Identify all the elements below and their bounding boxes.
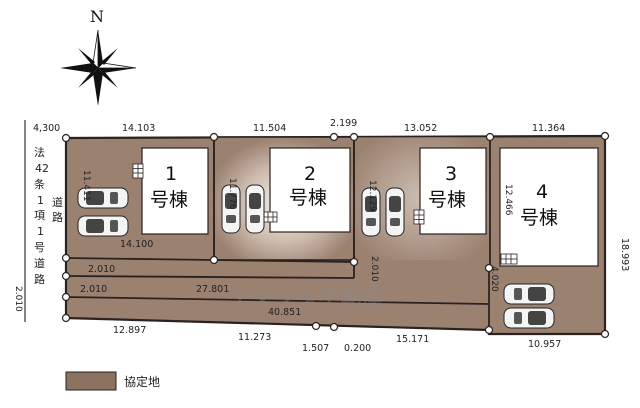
compass: N — [60, 7, 137, 106]
svg-text:11.411: 11.411 — [81, 170, 91, 202]
lot-3-number: 3 — [445, 163, 457, 185]
lot-4-label: 号棟 — [520, 207, 558, 229]
lot-1-number: 1 — [165, 163, 177, 185]
svg-text:18.993: 18.993 — [619, 238, 630, 271]
svg-text:2.010: 2.010 — [369, 256, 379, 282]
survey-points — [61, 131, 610, 339]
svg-text:12.897: 12.897 — [113, 325, 146, 336]
svg-text:2.010: 2.010 — [80, 284, 107, 295]
car-icon — [245, 184, 265, 234]
north-label: N — [90, 7, 104, 26]
compass-rose-icon — [60, 29, 137, 106]
car-icon — [385, 187, 405, 237]
car-icon — [77, 215, 129, 237]
svg-text:12.466: 12.466 — [503, 184, 513, 216]
svg-text:4.020: 4.020 — [489, 266, 499, 292]
car-icon — [503, 307, 555, 329]
svg-text:11.273: 11.273 — [238, 332, 271, 343]
svg-text:0.200: 0.200 — [344, 343, 371, 354]
lot-2-number: 2 — [304, 163, 316, 185]
road-label: 法 42 条 1 項 1 号 道 路 道 路 — [34, 145, 63, 286]
svg-text:42: 42 — [35, 162, 49, 175]
svg-text:11.364: 11.364 — [532, 123, 565, 134]
house-lot-3: 3 号棟 — [419, 147, 487, 235]
legend-swatch — [65, 371, 117, 391]
svg-text:27.801: 27.801 — [196, 284, 229, 295]
svg-text:2.010: 2.010 — [13, 286, 23, 312]
lane-line-3 — [65, 296, 490, 305]
lot-4-number: 4 — [536, 181, 548, 203]
svg-text:号: 号 — [34, 241, 45, 254]
watermark: ヤマシタ不動産 — [230, 285, 384, 311]
lane-line-2b — [213, 259, 355, 263]
svg-text:1.507: 1.507 — [302, 343, 329, 354]
svg-text:1: 1 — [37, 225, 44, 238]
legend-label: 協定地 — [124, 374, 160, 389]
lot-1-label: 号棟 — [150, 189, 188, 211]
svg-text:2.199: 2.199 — [330, 118, 357, 129]
svg-text:道: 道 — [34, 256, 45, 270]
svg-text:13.052: 13.052 — [404, 123, 437, 134]
storage-grid-icon — [132, 163, 518, 265]
svg-text:4,300: 4,300 — [33, 123, 60, 134]
svg-text:12.129: 12.129 — [367, 180, 377, 212]
house-lot-4: 4 号棟 — [499, 147, 599, 267]
svg-text:1: 1 — [37, 194, 44, 207]
svg-text:14.103: 14.103 — [122, 123, 155, 134]
car-icon — [221, 184, 241, 234]
svg-text:15.171: 15.171 — [396, 334, 429, 345]
svg-text:路: 路 — [52, 211, 63, 224]
legend: 協定地 — [65, 371, 160, 391]
svg-text:項: 項 — [34, 209, 45, 222]
svg-text:11.504: 11.504 — [253, 123, 286, 134]
svg-text:14.100: 14.100 — [120, 239, 153, 250]
car-icon — [77, 187, 129, 209]
svg-text:法: 法 — [34, 145, 45, 159]
svg-text:40.851: 40.851 — [268, 307, 301, 318]
dimension-labels: 4,300 14.103 11.504 2.199 13.052 11.364 … — [13, 118, 630, 354]
lot-2-label: 号棟 — [289, 187, 327, 209]
svg-text:10.957: 10.957 — [528, 339, 561, 350]
svg-text:条: 条 — [34, 177, 45, 191]
car-icon — [503, 283, 555, 305]
house-lot-1: 1 号棟 — [141, 147, 209, 235]
car-icon — [361, 187, 381, 237]
svg-text:2.010: 2.010 — [88, 264, 115, 275]
lot-3-label: 号棟 — [428, 189, 466, 211]
lane-line-2 — [65, 275, 355, 279]
house-lot-2: 2 号棟 — [269, 147, 351, 233]
lane-line-1 — [65, 257, 215, 261]
svg-text:11.776: 11.776 — [227, 178, 237, 210]
car-icons — [77, 184, 555, 329]
svg-text:道: 道 — [52, 195, 63, 209]
svg-text:路: 路 — [34, 273, 45, 286]
